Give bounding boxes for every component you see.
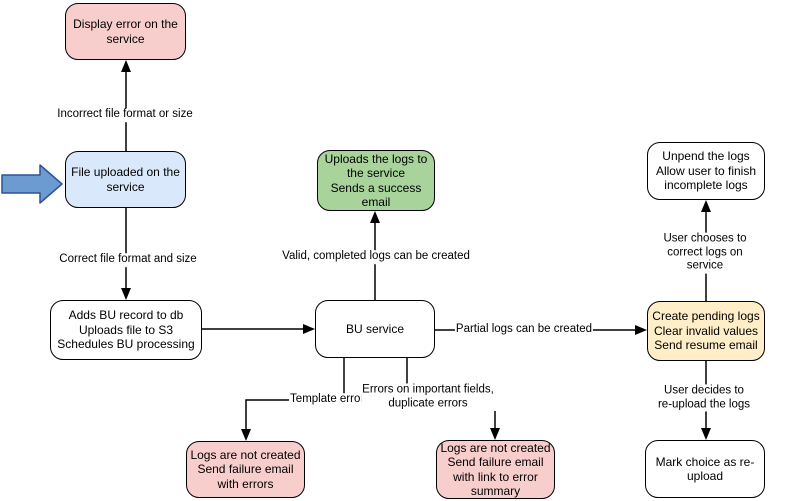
arrowhead-up-icon [370, 211, 380, 223]
node-file-uploaded-label: File uploaded on the service [71, 165, 180, 194]
node-display-error[interactable]: Display error on the service [65, 3, 186, 60]
node-mark-choice[interactable]: Mark choice as re- upload [645, 440, 765, 498]
node-unpend-logs[interactable]: Unpend the logs Allow user to finish inc… [647, 142, 765, 200]
node-display-error-label: Display error on the service [73, 17, 178, 46]
edge-label-important-field-errors[interactable]: Errors on important fields, duplicate er… [361, 383, 495, 411]
arrowhead-down-icon [241, 429, 251, 441]
node-file-uploaded[interactable]: File uploaded on the service [65, 151, 186, 208]
edge-label-template-errors[interactable]: Template errors [289, 393, 371, 407]
node-unpend-logs-label: Unpend the logs Allow user to finish inc… [655, 149, 757, 193]
arrowhead-up-icon [121, 60, 131, 72]
edge-label-user-reuploads[interactable]: User decides to re-upload the logs [655, 384, 753, 412]
node-uploads-logs-label: Uploads the logs to the service Sends a … [324, 151, 428, 209]
arrowhead-down-icon [701, 428, 711, 440]
node-adds-bu-record-label: Adds BU record to db Uploads file to S3 … [57, 308, 195, 352]
node-bu-service-label: BU service [345, 321, 404, 336]
node-uploads-logs[interactable]: Uploads the logs to the service Sends a … [317, 150, 435, 211]
node-logs-not-created-errors-label: Logs are not created Send failure email … [190, 447, 301, 491]
arrowhead-down-icon [121, 288, 131, 300]
edge-important-field-errors[interactable] [406, 358, 500, 440]
node-create-pending-logs-label: Create pending logs Clear invalid values… [652, 309, 760, 353]
block-arrow-input[interactable] [1, 164, 63, 204]
node-bu-service[interactable]: BU service [315, 300, 435, 358]
edge-incorrect-format[interactable] [121, 60, 131, 151]
edge-label-partial-logs[interactable]: Partial logs can be created [454, 323, 594, 337]
edge-label-correct-format[interactable]: Correct file format and size [58, 253, 198, 267]
edge-label-valid-logs[interactable]: Valid, completed logs can be created [281, 250, 471, 264]
arrowhead-up-icon [701, 200, 711, 212]
edge-correct-format[interactable] [121, 208, 131, 300]
node-adds-bu-record[interactable]: Adds BU record to db Uploads file to S3 … [50, 300, 202, 360]
node-mark-choice-label: Mark choice as re- upload [655, 454, 755, 483]
arrowhead-right-icon [303, 324, 315, 334]
node-logs-not-created-summary[interactable]: Logs are not created Send failure email … [436, 440, 555, 499]
node-logs-not-created-errors[interactable]: Logs are not created Send failure email … [186, 441, 305, 498]
arrowhead-right-icon [635, 325, 647, 335]
edge-label-incorrect-format[interactable]: Incorrect file format or size [56, 108, 194, 122]
edge-label-user-corrects[interactable]: User chooses to correct logs on service [657, 232, 753, 274]
edge-adds-to-buservice[interactable] [202, 324, 315, 334]
node-create-pending-logs[interactable]: Create pending logs Clear invalid values… [647, 301, 765, 361]
input-block-arrow-icon [1, 164, 63, 204]
arrowhead-down-icon [490, 428, 500, 440]
node-logs-not-created-summary-label: Logs are not created Send failure email … [440, 440, 551, 498]
